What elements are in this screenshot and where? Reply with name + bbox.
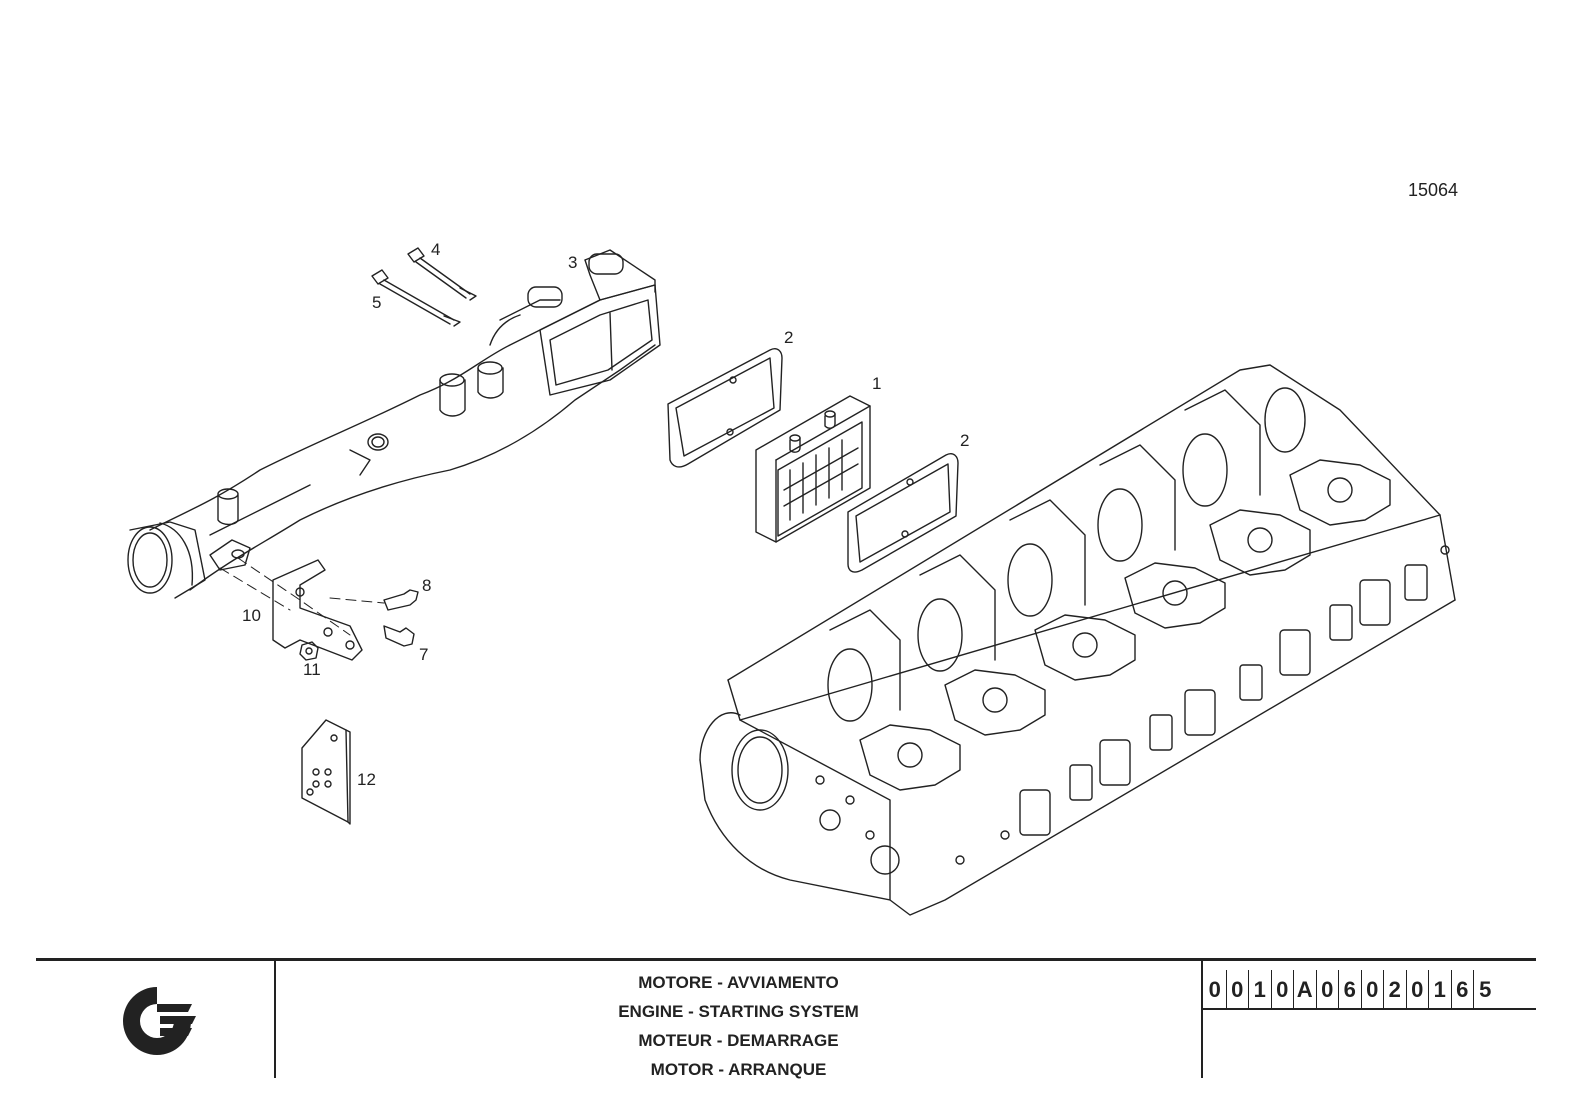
screw-8: [383, 589, 419, 611]
code-char-4: 0: [1272, 970, 1294, 1010]
gasket-2-right: [847, 453, 959, 573]
bolt-4: [407, 247, 477, 301]
assembly-lines: [219, 557, 385, 636]
title-block-titles: MOTORE - AVVIAMENTO ENGINE - STARTING SY…: [276, 968, 1201, 1084]
nut-11: [299, 641, 319, 661]
callout-10: 10: [242, 606, 261, 625]
callout-2-left: 2: [784, 328, 794, 347]
bolt-5: [371, 269, 461, 327]
callout-11: 11: [303, 660, 321, 679]
callout-8: 8: [422, 576, 432, 595]
code-char-5: A: [1294, 970, 1317, 1010]
code-char-10: 0: [1407, 970, 1429, 1010]
code-char-9: 2: [1384, 970, 1407, 1010]
code-char-1: 0: [1204, 970, 1227, 1010]
title-block: MOTORE - AVVIAMENTO ENGINE - STARTING SY…: [36, 958, 1536, 1079]
title-block-divider-right: [1201, 961, 1203, 1078]
intake-manifold: [127, 249, 661, 599]
code-char-8: 0: [1362, 970, 1384, 1010]
code-char-12: 6: [1452, 970, 1474, 1010]
callout-2-right: 2: [960, 431, 970, 450]
gasket-2-left: [667, 348, 783, 468]
code-char-11: 1: [1429, 970, 1452, 1010]
plate-12: [301, 719, 351, 825]
exploded-parts-drawing: [127, 247, 1456, 916]
code-char-3: 1: [1249, 970, 1272, 1010]
callout-4: 4: [431, 240, 441, 259]
code-char-6: 0: [1317, 970, 1339, 1010]
code-char-7: 6: [1339, 970, 1362, 1010]
bracket-10: [272, 559, 363, 661]
title-italian: MOTORE - AVVIAMENTO: [638, 973, 839, 992]
drawing-code-underline: [1203, 1008, 1536, 1010]
callout-7: 7: [419, 645, 429, 664]
callout-12: 12: [357, 770, 376, 789]
title-block-border: [36, 958, 1536, 961]
title-block-divider-left: [274, 961, 276, 1078]
company-logo-icon: [123, 987, 196, 1055]
screw-7: [383, 625, 415, 647]
code-char-13: 5: [1479, 977, 1492, 1002]
grid-heater-1: [755, 395, 871, 543]
title-french: MOTEUR - DEMARRAGE: [638, 1031, 839, 1050]
title-spanish: MOTOR - ARRANQUE: [650, 1060, 827, 1079]
callout-5: 5: [372, 293, 382, 312]
callout-3: 3: [568, 253, 578, 272]
figure-number: 15064: [1408, 180, 1459, 200]
cylinder-head: [699, 364, 1456, 916]
callout-1: 1: [872, 374, 882, 393]
code-char-2: 0: [1227, 970, 1249, 1010]
title-english: ENGINE - STARTING SYSTEM: [618, 1002, 859, 1021]
